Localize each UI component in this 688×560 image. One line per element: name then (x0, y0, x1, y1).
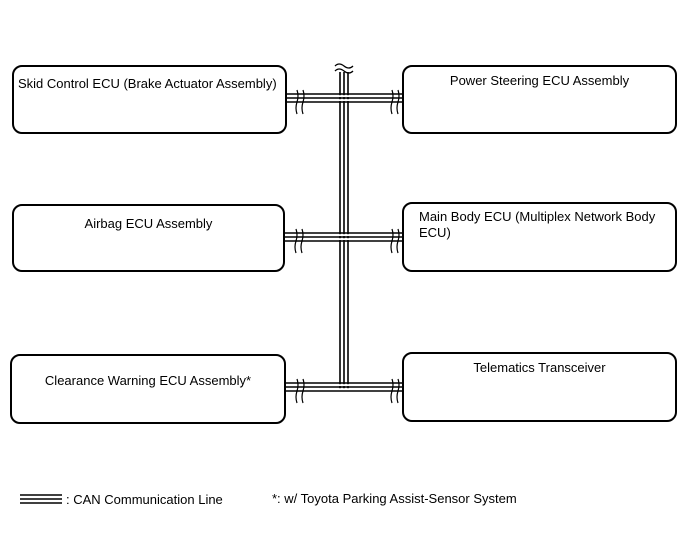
main-body-ecu-box (402, 202, 677, 272)
legend-footnote: *: w/ Toyota Parking Assist-Sensor Syste… (272, 491, 517, 506)
telematics-transceiver-label: Telematics Transceiver (473, 360, 606, 375)
skid-control-ecu-label: Skid Control ECU (Brake Actuator Assembl… (18, 76, 277, 91)
power-steering-ecu-label: Power Steering ECU Assembly (449, 73, 630, 88)
trunk-break-mark (334, 63, 354, 74)
airbag-ecu-label: Airbag ECU Assembly (84, 216, 213, 231)
clearance-warning-ecu-box (10, 354, 286, 424)
wire-break-marks (294, 89, 400, 404)
airbag-ecu-box (12, 204, 285, 272)
power-steering-ecu-box (402, 65, 677, 134)
legend-can-line-sample (20, 494, 62, 504)
clearance-warning-ecu-label: Clearance Warning ECU Assembly* (44, 373, 252, 388)
telematics-transceiver-box (402, 352, 677, 422)
can-branch-middle (285, 232, 402, 242)
legend-can-line-label: : CAN Communication Line (66, 492, 223, 507)
can-branch-bottom (286, 382, 402, 392)
can-branch-top (287, 93, 402, 103)
skid-control-ecu-box (12, 65, 287, 134)
main-body-ecu-label: Main Body ECU (Multiplex Network Body EC… (419, 209, 656, 240)
can-trunk-line (339, 72, 349, 389)
